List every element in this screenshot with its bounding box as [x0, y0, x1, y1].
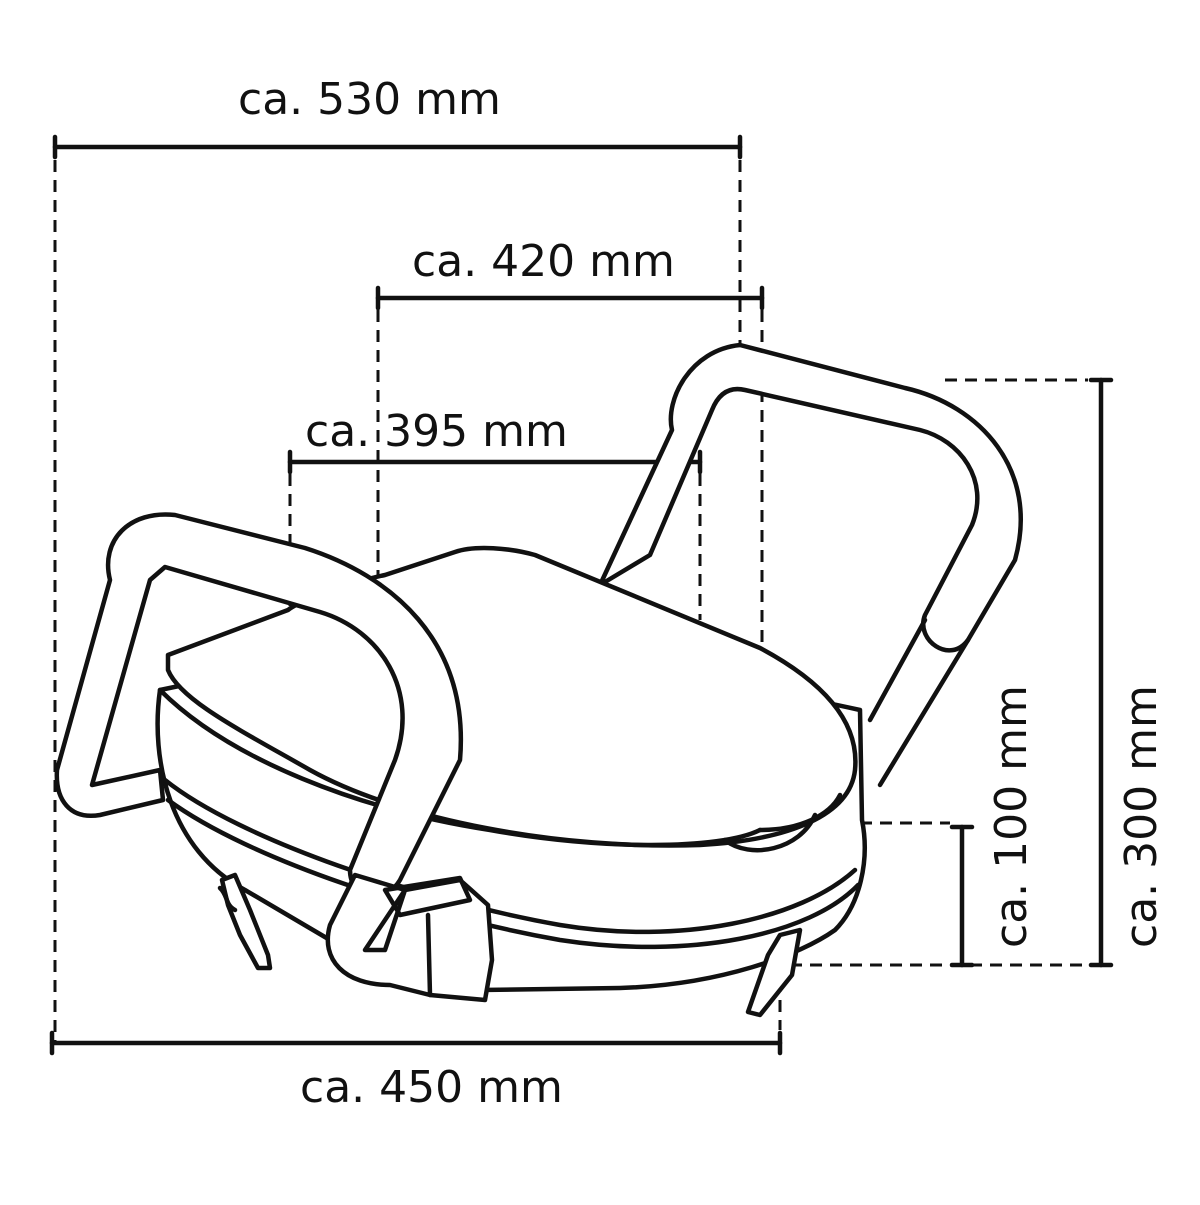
seat-raiser-illustration	[54, 342, 1023, 1018]
label-seat-height: ca. 100 mm	[986, 685, 1037, 948]
right-armrest	[597, 342, 1023, 653]
dimension-300	[790, 377, 1114, 968]
dimension-420	[375, 285, 765, 650]
label-seat-width: ca. 395 mm	[305, 406, 568, 457]
dimension-395	[287, 449, 703, 780]
right-clamp	[745, 927, 803, 1018]
left-clamp	[219, 872, 273, 971]
label-armrest-outer-width: ca. 420 mm	[412, 236, 675, 287]
label-overall-height: ca. 300 mm	[1116, 685, 1167, 948]
label-overall-width: ca. 530 mm	[238, 74, 501, 125]
dimension-530	[52, 134, 743, 1045]
label-base-depth: ca. 450 mm	[300, 1062, 563, 1113]
